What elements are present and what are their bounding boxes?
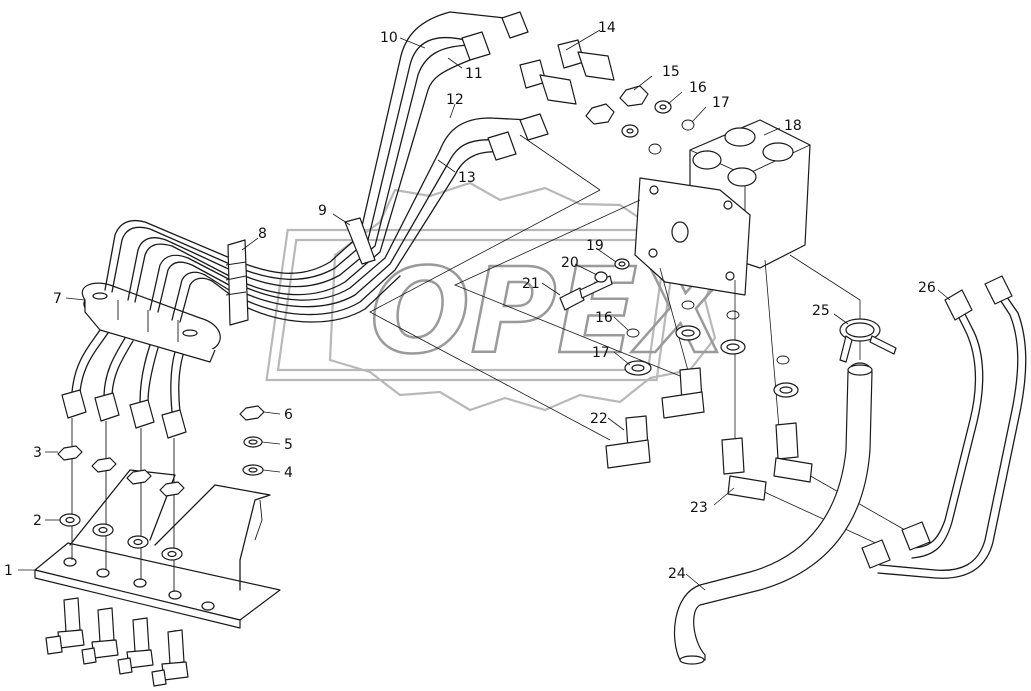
- callout-12: 12: [446, 92, 464, 108]
- callout-17-lower: 16: [595, 310, 613, 326]
- callout-24: 24: [668, 566, 686, 582]
- callout-10: 10: [380, 30, 398, 46]
- callout-16-lower: 17: [592, 345, 610, 361]
- callout-16-upper: 16: [689, 80, 707, 96]
- callout-20: 20: [561, 255, 579, 271]
- pipe-bundle: [104, 11, 531, 323]
- callout-21: 21: [522, 276, 540, 292]
- callout-26: 26: [918, 280, 936, 296]
- callout-15: 15: [662, 64, 680, 80]
- callout-4: 4: [284, 465, 293, 481]
- callout-23: 23: [690, 500, 708, 516]
- watermark-gear-outline: [328, 181, 722, 412]
- callout-8: 8: [258, 226, 267, 242]
- callout-17-upper: 17: [712, 95, 730, 111]
- elbow-fittings: [605, 367, 813, 501]
- callout-19: 19: [586, 238, 604, 254]
- callout-6: 6: [284, 407, 293, 423]
- valve-block: [634, 119, 811, 296]
- callout-22: 22: [590, 411, 608, 427]
- callout-leaders: [18, 29, 951, 591]
- callout-labels: 1 2 3 4 5 6 7 8 9 10 11 12 13 14 15 16 1…: [4, 20, 936, 582]
- pipe-clamps: [225, 217, 376, 326]
- callout-7: 7: [53, 291, 62, 307]
- callout-25: 25: [812, 303, 830, 319]
- callout-2: 2: [33, 513, 42, 529]
- watermark-frame-outer: [265, 228, 679, 382]
- centre-hardware: [559, 258, 799, 398]
- lower-pipes: [71, 329, 184, 413]
- upper-fittings: [461, 11, 695, 161]
- pipe-manifold-block: [81, 282, 221, 363]
- callout-1: 1: [4, 563, 13, 579]
- mounting-bracket: [34, 469, 281, 629]
- callout-5: 5: [284, 437, 293, 453]
- small-nuts-washers: [57, 405, 265, 561]
- angle-fittings: [45, 597, 189, 687]
- callout-11: 11: [465, 66, 483, 82]
- callout-3: 3: [33, 445, 42, 461]
- callout-14: 14: [598, 20, 616, 36]
- hose-clip: [839, 318, 897, 363]
- callout-18: 18: [784, 118, 802, 134]
- right-pipes: [861, 275, 1027, 579]
- callout-13: 13: [458, 170, 476, 186]
- pipe-nuts: [61, 389, 187, 439]
- assembly-lines: [69, 418, 176, 655]
- hose: [674, 362, 873, 665]
- callout-9: 9: [318, 203, 327, 219]
